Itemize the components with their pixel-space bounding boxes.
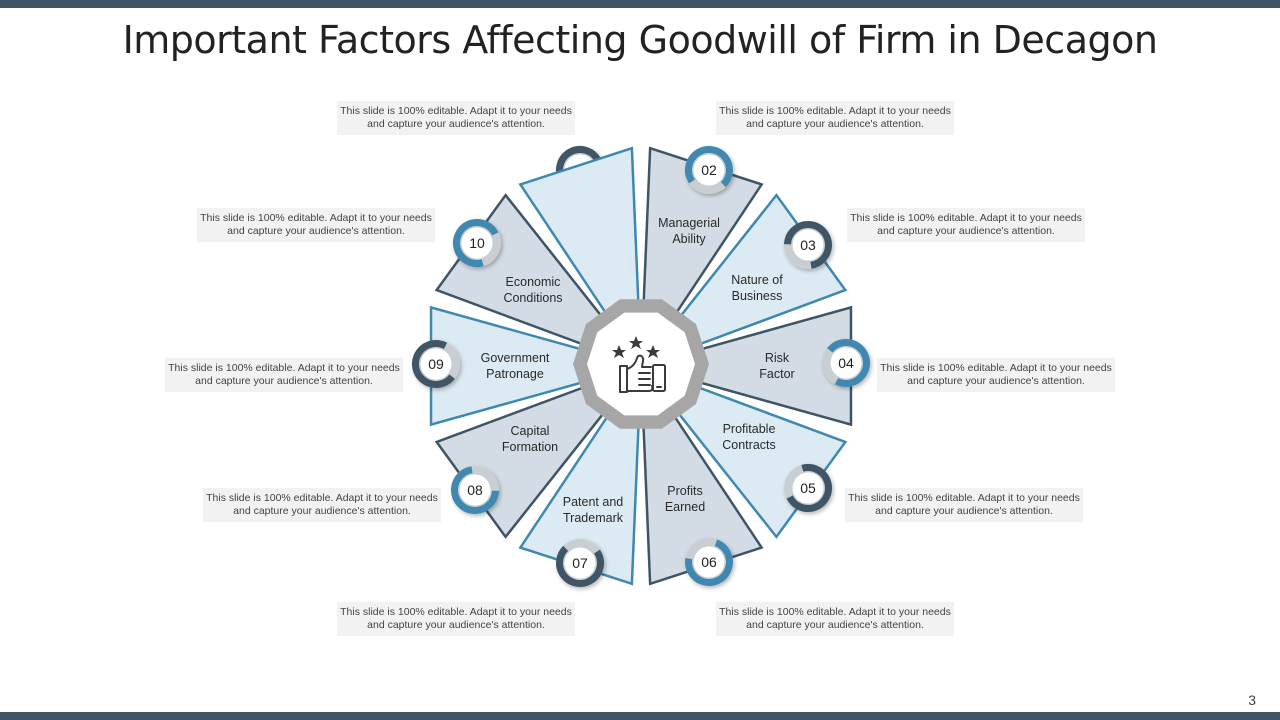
segment-number: 03 [800, 237, 816, 253]
segment-label-line2: Business [732, 289, 783, 303]
segment-label-line1: Risk [765, 351, 790, 365]
description-box-03: This slide is 100% editable. Adapt it to… [847, 208, 1085, 242]
segment-label-line1: Capital [511, 424, 550, 438]
segment-label-line1: Patent and [563, 495, 624, 509]
segment-number: 05 [800, 480, 816, 496]
top-accent-bar [0, 0, 1280, 8]
segment-label-line1: Profitable [723, 422, 776, 436]
segment-number: 09 [428, 356, 444, 372]
segment-number: 06 [701, 554, 717, 570]
description-box-02: This slide is 100% editable. Adapt it to… [716, 101, 954, 135]
segment-label-line2: Earned [665, 500, 705, 514]
segment-number: 10 [469, 235, 485, 251]
segment-03: Nature of Business 03 [691, 220, 853, 427]
number-badge [556, 539, 604, 587]
description-box-07: This slide is 100% editable. Adapt it to… [337, 602, 575, 636]
segment-label-line2: Factor [759, 367, 794, 381]
description-box-08: This slide is 100% editable. Adapt it to… [203, 488, 441, 522]
segment-label-line1: Nature of [731, 273, 783, 287]
segment-number: 02 [701, 162, 717, 178]
center-decagon-inner [587, 312, 695, 416]
segment-number: 08 [467, 482, 483, 498]
segment-label-line1: Managerial [658, 216, 720, 230]
segment-label-line1: Government [481, 351, 550, 365]
description-box-04: This slide is 100% editable. Adapt it to… [877, 358, 1115, 392]
segment-number: 04 [838, 355, 854, 371]
segment-label-line2: Trademark [563, 511, 624, 525]
segment-label-line2: Ability [672, 232, 706, 246]
bottom-accent-bar [0, 712, 1280, 720]
number-badge [412, 340, 460, 388]
page-number: 3 [1248, 692, 1256, 708]
segment-label-line2: Formation [502, 440, 558, 454]
segment-label-line1: Profits [667, 484, 702, 498]
number-badge [784, 464, 832, 513]
segment-label-line2: Patronage [486, 367, 544, 381]
description-box-06: This slide is 100% editable. Adapt it to… [716, 602, 954, 636]
segment-label: Nature of Business [731, 273, 783, 303]
number-badge [685, 146, 734, 194]
thumbs-up-stars-icon [612, 336, 666, 393]
page-title: Important Factors Affecting Goodwill of … [122, 18, 1158, 62]
description-box-10: This slide is 100% editable. Adapt it to… [197, 208, 435, 242]
number-badge [451, 466, 499, 514]
segment-label-line2: Conditions [503, 291, 562, 305]
segment-number: 07 [572, 555, 588, 571]
number-badge [784, 220, 832, 269]
description-box-01: This slide is 100% editable. Adapt it to… [337, 101, 575, 135]
number-badge [685, 538, 733, 586]
description-box-09: This slide is 100% editable. Adapt it to… [165, 358, 403, 392]
segment-label-line1: Economic [506, 275, 561, 289]
number-badge [453, 219, 501, 267]
segment-label-line2: Contracts [722, 438, 776, 452]
number-badge [822, 339, 870, 387]
description-box-05: This slide is 100% editable. Adapt it to… [845, 488, 1083, 522]
